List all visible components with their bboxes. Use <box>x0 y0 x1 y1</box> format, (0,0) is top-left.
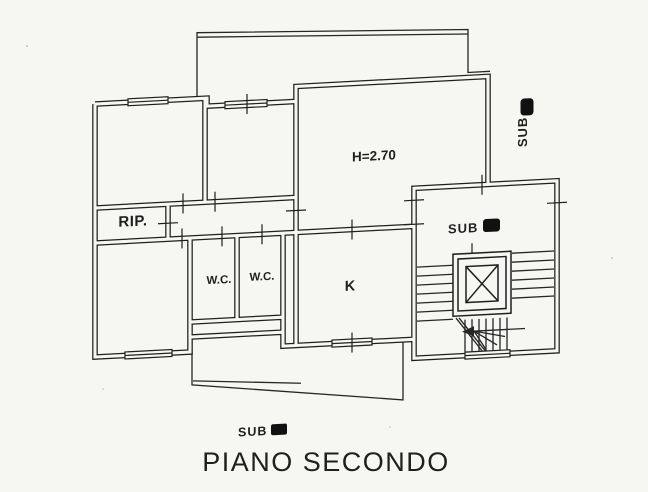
room-label-rip: RIP. <box>118 212 147 231</box>
balcony-top-outline <box>196 28 490 99</box>
sub-label-text: SUB <box>515 116 530 147</box>
stair-winder-lines <box>473 330 506 350</box>
sub-label-bottom-balcony: SUB <box>238 423 287 440</box>
scan-speckles <box>26 45 613 428</box>
stair-direction-arrow <box>466 327 525 333</box>
room-label-wc2: W.C. <box>250 271 275 284</box>
sub-marker-icon <box>271 423 287 436</box>
stair-treads-right <box>512 250 554 299</box>
room-label-wc1: W.C. <box>207 274 232 287</box>
room-label-kitchen: K <box>345 278 356 295</box>
sub-marker-icon <box>483 218 500 233</box>
plan: RIP. W.C. W.C. K H=2.70 SUB SUB SUB <box>92 28 567 440</box>
stair-arrow-head <box>462 326 474 337</box>
sub-label-stairwell: SUB <box>448 218 500 237</box>
sub-label-right-exterior: SUB <box>515 98 534 148</box>
sub-marker-icon <box>520 98 534 116</box>
staircase <box>417 250 554 352</box>
door-window-ticks <box>158 94 567 353</box>
windows <box>124 96 511 360</box>
floor-title: PIANO SECONDO <box>202 447 450 477</box>
ceiling-height-annotation: H=2.70 <box>352 147 396 164</box>
balcony-bottom-outline <box>191 339 404 401</box>
stair-treads-left <box>417 264 453 322</box>
elevator <box>452 250 512 318</box>
sub-label-text: SUB <box>448 220 478 237</box>
walls-inner <box>93 74 559 360</box>
sub-label-text: SUB <box>238 424 267 440</box>
